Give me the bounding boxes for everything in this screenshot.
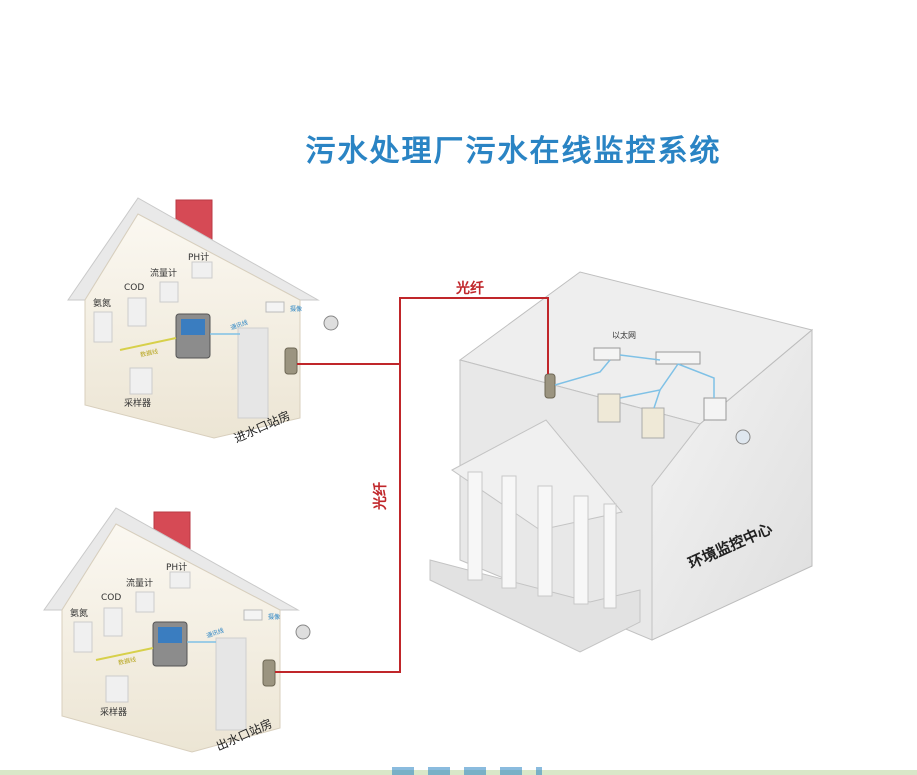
- column: [467, 471, 483, 581]
- fiber-converter: [284, 347, 298, 375]
- column: [603, 503, 617, 609]
- label-ammonia: 氨氮: [70, 609, 89, 619]
- ph-meter: [191, 261, 213, 279]
- column: [537, 485, 553, 597]
- camera-icon: [323, 315, 339, 331]
- label-sampler: 采样器: [100, 708, 128, 718]
- switch-box: [265, 301, 285, 313]
- label-fiber-vertical: 光纤: [373, 482, 389, 510]
- label-ph-meter: PH计: [188, 253, 210, 263]
- server-icon: [641, 407, 665, 439]
- server-icon: [597, 393, 621, 423]
- monitoring-center-building: [429, 271, 814, 653]
- label-cod: COD: [124, 283, 145, 293]
- label-flow-meter: 流量计: [150, 269, 178, 279]
- diagram-title: 污水处理厂污水在线监控系统: [305, 134, 722, 169]
- switch-box: [243, 609, 263, 621]
- label-fiber-top: 光纤: [456, 281, 484, 297]
- door: [215, 637, 247, 731]
- router-icon: [593, 347, 621, 361]
- sampler: [105, 675, 129, 703]
- controller-screen: [158, 627, 182, 643]
- ph-meter: [169, 571, 191, 589]
- fiber-converter: [544, 373, 556, 399]
- fiber-links: [275, 297, 549, 673]
- label-ammonia: 氨氮: [93, 299, 112, 309]
- steps: [429, 559, 641, 653]
- camera-icon: [735, 429, 751, 445]
- cod-analyzer: [103, 607, 123, 637]
- ethernet-switch-icon: [655, 351, 701, 365]
- ammonia-analyzer: [73, 621, 93, 653]
- label-cod: COD: [101, 593, 122, 603]
- door: [237, 327, 269, 419]
- label-camera: 摄像: [268, 614, 281, 621]
- house-inlet-station: [67, 197, 339, 439]
- house-outlet-station: [43, 507, 311, 753]
- camera-icon: [295, 624, 311, 640]
- column: [501, 475, 517, 589]
- column: [573, 495, 589, 605]
- fiber-line-top: [297, 297, 549, 374]
- ammonia-analyzer: [93, 311, 113, 343]
- label-ethernet: 以太网: [612, 331, 636, 340]
- label-sampler: 采样器: [124, 399, 152, 409]
- sampler: [129, 367, 153, 395]
- label-camera: 摄像: [290, 306, 303, 313]
- controller-screen: [181, 319, 205, 335]
- label-ph-meter: PH计: [166, 563, 188, 573]
- bottom-cropped-text: [392, 767, 542, 775]
- flow-meter: [159, 281, 179, 303]
- label-flow-meter: 流量计: [126, 579, 154, 589]
- fiber-line-bottom: [275, 364, 401, 673]
- flow-meter: [135, 591, 155, 613]
- cod-analyzer: [127, 297, 147, 327]
- fiber-converter: [262, 659, 276, 687]
- monitor-icon: [703, 397, 727, 421]
